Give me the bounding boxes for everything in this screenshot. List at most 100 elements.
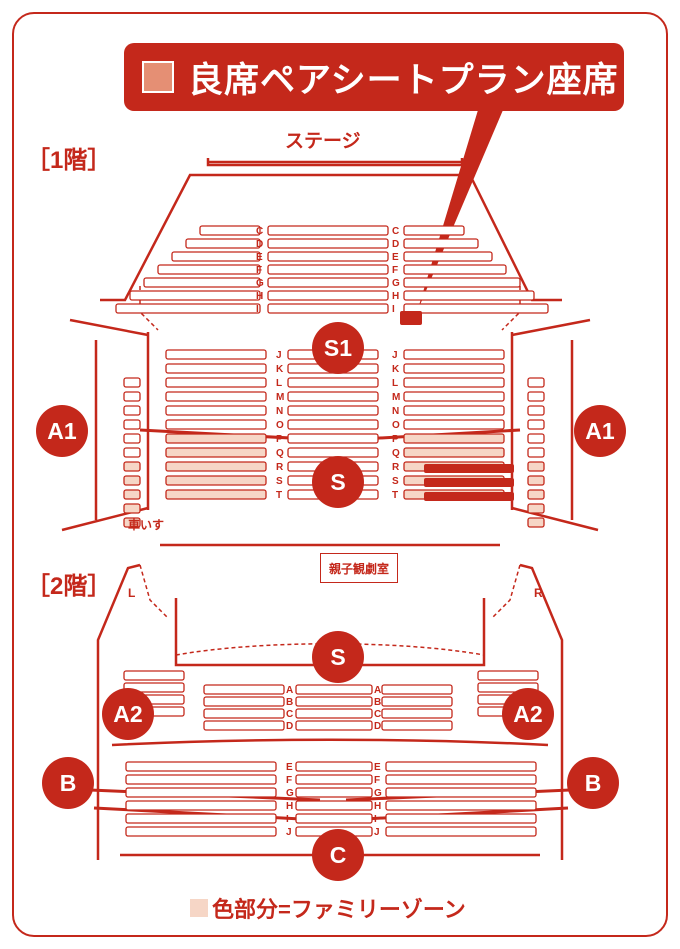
seat-row — [123, 377, 141, 388]
seat-row — [403, 290, 535, 301]
seat-row — [267, 277, 389, 288]
seat-row — [295, 761, 373, 772]
zone-s-floor2-marker: S — [312, 631, 364, 683]
legend: 色部分=ファミリーゾーン — [190, 892, 466, 924]
row-letter: E — [256, 252, 263, 263]
seat-row — [157, 264, 261, 275]
seat-row — [123, 433, 141, 444]
floor1-label: ［1階］ — [26, 147, 112, 174]
row-letter: D — [374, 721, 381, 732]
seat-row — [203, 720, 285, 731]
row-letter: O — [276, 420, 284, 431]
seat-row — [267, 225, 389, 236]
row-letter: N — [392, 406, 399, 417]
seat-row — [295, 708, 373, 719]
seat-row — [165, 377, 267, 388]
row-letter: Q — [392, 448, 400, 459]
seat-row — [295, 684, 373, 695]
pair-seats — [400, 311, 514, 501]
seat-row — [267, 303, 389, 314]
seat-row — [203, 684, 285, 695]
row-letter: C — [374, 709, 381, 720]
row-letter: P — [276, 434, 283, 445]
seat-row — [403, 405, 505, 416]
row-letter: E — [392, 252, 399, 263]
row-letter: E — [374, 762, 381, 773]
banner-title: 良席ペアシートプラン座席 — [188, 60, 619, 100]
zone-s-floor1-marker: S — [312, 456, 364, 508]
row-letter: A — [286, 685, 293, 696]
seat-row — [287, 391, 379, 402]
side-right-label: R — [534, 586, 543, 600]
seat-row — [295, 696, 373, 707]
row-letter: N — [276, 406, 283, 417]
seat-row — [385, 813, 537, 824]
seat-row — [403, 264, 507, 275]
pair-seat — [400, 311, 422, 325]
seat-row — [527, 419, 545, 430]
seat-row — [295, 774, 373, 785]
seat-row — [143, 277, 261, 288]
seat-row — [123, 517, 141, 528]
seat-row — [125, 787, 277, 798]
row-letter: F — [256, 265, 262, 276]
pair-seat — [424, 478, 514, 487]
row-letter: C — [392, 226, 399, 237]
wheelchair-label: 車いす — [128, 518, 165, 532]
seat-row — [123, 461, 141, 472]
row-letter: J — [276, 350, 282, 361]
parent-child-room: 親子観劇室 — [320, 553, 398, 583]
row-letter: T — [276, 490, 282, 501]
zone-c-marker: C — [312, 829, 364, 881]
row-letter: M — [276, 392, 284, 403]
hall-walls — [61, 158, 599, 860]
row-letter: C — [256, 226, 263, 237]
seat-row — [165, 405, 267, 416]
seat-row — [385, 787, 537, 798]
seat-row — [385, 826, 537, 837]
seat-row — [403, 349, 505, 360]
seat-row — [295, 720, 373, 731]
pair-seat — [424, 464, 514, 473]
zone-a2-right-marker: A2 — [502, 688, 554, 740]
seat-row — [123, 405, 141, 416]
row-letter: G — [392, 278, 400, 289]
row-letter: R — [392, 462, 400, 473]
side-left-label: L — [128, 586, 136, 600]
row-letter: K — [276, 364, 284, 375]
seat-row — [123, 489, 141, 500]
seat-row — [403, 419, 505, 430]
zone-a1-left-marker: A1 — [36, 405, 88, 457]
seat-row — [527, 447, 545, 458]
row-letter: T — [392, 490, 398, 501]
row-letter: H — [392, 291, 399, 302]
row-letter: A — [374, 685, 381, 696]
row-letter: I — [256, 304, 259, 315]
zone-a2-left-marker: A2 — [102, 688, 154, 740]
seat-row — [165, 433, 267, 444]
seat-row — [381, 684, 453, 695]
seat-row — [123, 447, 141, 458]
seat-row — [527, 405, 545, 416]
seat-row — [287, 405, 379, 416]
seat-row — [385, 800, 537, 811]
seat-row — [403, 391, 505, 402]
row-letter: K — [392, 364, 400, 375]
row-letter: G — [374, 788, 382, 799]
seat-row — [403, 251, 493, 262]
seat-row — [403, 447, 505, 458]
seat-row — [129, 290, 261, 301]
seat-row — [403, 303, 549, 314]
row-letter: E — [286, 762, 293, 773]
legend-swatch — [190, 899, 208, 917]
seat-row — [403, 277, 521, 288]
seat-row — [385, 761, 537, 772]
seat-row — [267, 251, 389, 262]
seat-row — [123, 475, 141, 486]
row-letter: B — [374, 697, 381, 708]
seat-row — [165, 363, 267, 374]
seat-row — [385, 774, 537, 785]
seat-row — [381, 708, 453, 719]
